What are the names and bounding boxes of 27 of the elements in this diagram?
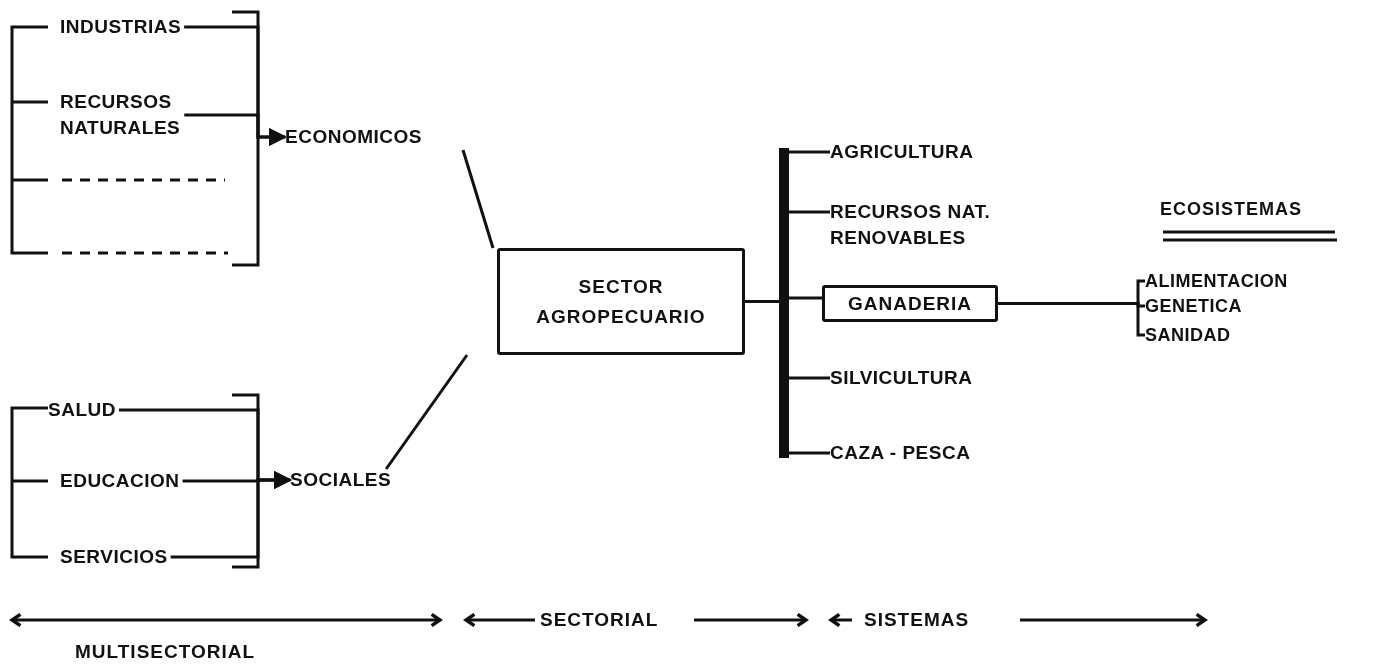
node-label: AGRICULTURA (830, 139, 974, 165)
span-label: MULTISECTORIAL (75, 640, 256, 664)
node-label: SOCIALES (290, 467, 392, 493)
node-label: SANIDAD (1145, 322, 1231, 348)
bracket-arrow (170, 471, 292, 559)
connector-line (384, 354, 469, 470)
bracket-arrow (184, 113, 287, 146)
node-label: SERVICIOS (60, 544, 168, 570)
node-label: GANADERIA (847, 291, 973, 316)
heading: ECOSISTEMAS (1160, 198, 1303, 221)
span-label: SECTORIAL (540, 608, 659, 632)
node-label: GENETICA (1145, 293, 1242, 319)
node-label: SILVICULTURA (830, 365, 973, 391)
connector-line (998, 302, 1145, 337)
span-label: SISTEMAS (864, 608, 970, 632)
node-label: RECURSOS NAT. RENOVABLES (830, 199, 1020, 251)
node-label: ECONOMICOS (285, 124, 422, 150)
node-label: RECURSOS NATURALES (60, 89, 190, 141)
node-label: EDUCACION (60, 468, 180, 494)
connector-line (461, 149, 495, 249)
node-label: INDUSTRIAS (60, 14, 182, 40)
process-box (822, 285, 998, 322)
node-label: CAZA - PESCA (830, 440, 971, 466)
process-box (497, 248, 745, 355)
node-label: ALIMENTACION (1145, 268, 1288, 294)
node-label: SALUD (48, 397, 116, 423)
node-label: SECTOR AGROPECUARIO (536, 274, 706, 329)
